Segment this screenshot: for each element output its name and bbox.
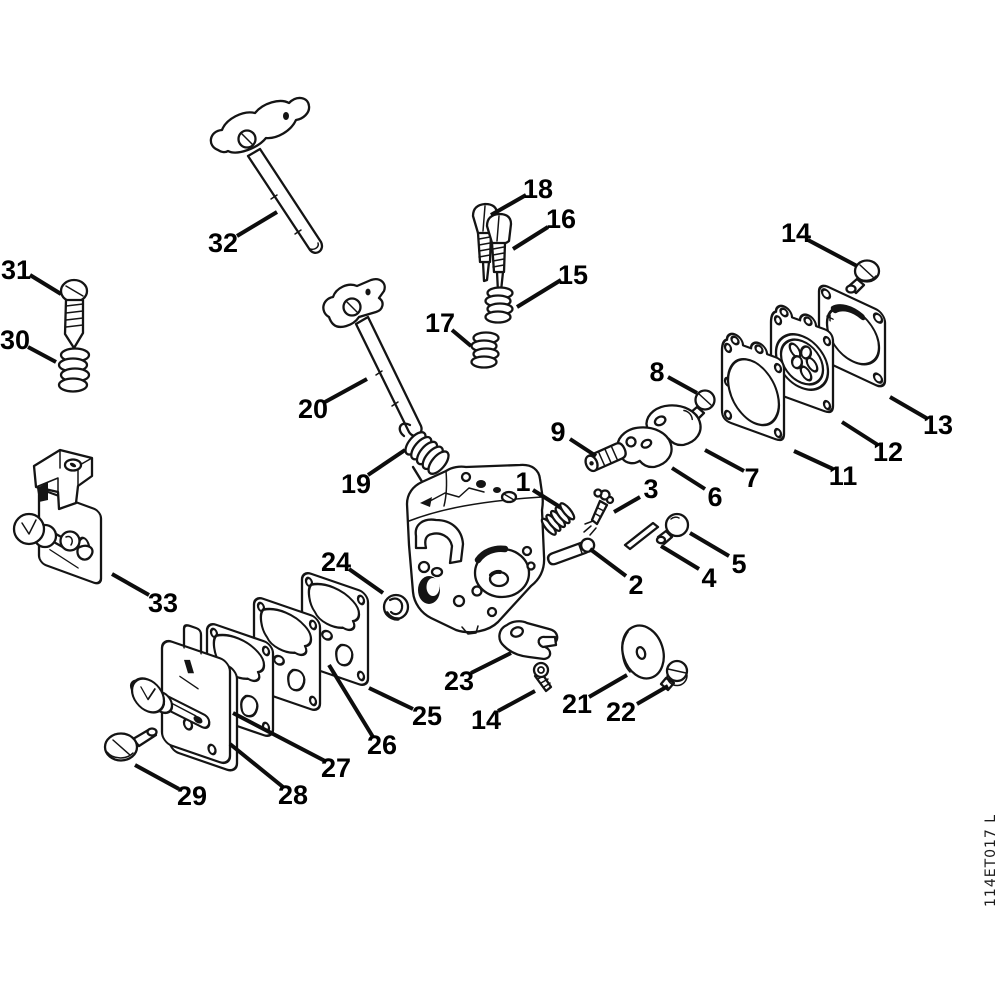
part-needle-spring-high <box>484 286 514 324</box>
leader-washer-disc <box>587 673 629 699</box>
callout-label-inlet-needle: 3 <box>643 474 658 504</box>
part-rod <box>623 521 660 551</box>
leader-lever-screw <box>667 375 698 395</box>
leader-screw-plug <box>688 531 731 558</box>
part-needle-spring-low <box>470 331 500 369</box>
callout-label-disc-screw: 22 <box>606 697 636 727</box>
leader-pin <box>588 547 628 578</box>
leader-friction-disc <box>704 448 745 473</box>
part-housing-screw <box>103 727 158 762</box>
leader-housing-screw <box>134 763 180 791</box>
callout-label-high-speed-needle: 16 <box>546 204 576 234</box>
callout-label-grommet: 24 <box>321 547 351 577</box>
callout-label-lever-screw: 8 <box>649 357 664 387</box>
part-end-cover <box>817 284 887 388</box>
leader-pump-housing <box>228 742 285 789</box>
callout-label-cover-screw: 14 <box>781 218 811 248</box>
callout-label-pump-diaphragm: 25 <box>412 701 442 731</box>
callout-label-torsion-spring: 19 <box>341 469 371 499</box>
part-cover-screw <box>845 259 881 295</box>
leader-end-cover <box>888 395 930 421</box>
part-body-screw <box>532 661 553 693</box>
part-valve-plug <box>584 442 627 473</box>
callout-label-washer-disc: 21 <box>562 689 592 719</box>
callout-label-body-screw: 14 <box>471 705 501 735</box>
leader-high-speed-needle <box>511 225 550 251</box>
callout-label-friction-washer: 6 <box>707 482 722 512</box>
part-throttle-shaft <box>209 96 324 254</box>
leader-low-speed-needle <box>490 193 527 217</box>
part-pump-housing <box>129 624 239 772</box>
part-pump-diaphragm <box>300 572 370 686</box>
callout-label-needle-spring-low: 17 <box>425 308 455 338</box>
leader-needle-spring-high <box>515 278 563 309</box>
part-adjuster-spring <box>57 347 91 393</box>
leader-adjuster-spring <box>27 345 57 364</box>
part-friction-washer <box>616 426 673 469</box>
callout-label-low-speed-needle: 18 <box>523 174 553 204</box>
part-inlet-spring <box>540 502 576 536</box>
part-choke-shaft <box>322 278 423 437</box>
callout-label-inlet-spring: 1 <box>515 467 530 497</box>
part-grommet <box>382 593 410 621</box>
part-pin <box>546 537 596 566</box>
part-torsion-spring <box>398 422 450 495</box>
callout-label-valve-plug: 9 <box>550 417 565 447</box>
callout-label-housing-gasket: 27 <box>321 753 351 783</box>
callout-label-metering-gasket: 11 <box>829 461 858 491</box>
part-high-speed-needle <box>485 212 513 294</box>
part-disc-screw <box>659 659 689 692</box>
leader-body-screw <box>497 689 536 713</box>
leader-bracket-assembly <box>111 572 150 597</box>
leader-pump-diaphragm <box>368 686 414 711</box>
callout-label-needle-spring-high: 15 <box>558 260 588 290</box>
callout-label-adjuster-screw: 31 <box>1 255 31 285</box>
leader-disc-screw <box>635 684 670 706</box>
part-carburetor-body <box>405 463 546 635</box>
callout-label-choke-shaft: 20 <box>298 394 328 424</box>
part-inlet-needle <box>583 488 615 536</box>
part-swivel-plate <box>498 620 559 661</box>
callout-label-pump-gasket: 26 <box>367 730 397 760</box>
callout-label-pump-housing: 28 <box>278 780 308 810</box>
leader-swivel-plate <box>470 651 512 675</box>
part-bracket-assembly <box>12 448 103 585</box>
leader-lines <box>27 193 930 791</box>
leader-valve-plug <box>568 437 598 458</box>
callout-label-friction-disc: 7 <box>744 463 759 493</box>
callout-label-pin: 2 <box>628 570 643 600</box>
callout-label-rod: 4 <box>701 563 716 593</box>
callout-label-metering-diaphragm: 12 <box>873 437 903 467</box>
callout-label-bracket-assembly: 33 <box>148 588 178 618</box>
part-washer-disc <box>621 624 665 680</box>
leader-grommet <box>347 567 385 595</box>
leader-inlet-needle <box>613 495 641 514</box>
leader-cover-screw <box>807 238 858 268</box>
callout-label-housing-screw: 29 <box>177 781 207 811</box>
watermark-code: 114ET017 L <box>983 814 999 907</box>
leader-adjuster-screw <box>28 273 63 296</box>
leader-metering-gasket <box>793 449 834 471</box>
part-metering-gasket <box>720 332 786 442</box>
callout-label-adjuster-spring: 30 <box>0 325 30 355</box>
leader-throttle-shaft <box>235 210 279 238</box>
part-screw-plug <box>655 512 690 546</box>
leader-rod <box>659 544 701 571</box>
leader-metering-diaphragm <box>840 420 880 447</box>
leader-friction-washer <box>670 466 707 491</box>
leader-torsion-spring <box>366 448 407 477</box>
callout-label-throttle-shaft: 32 <box>208 228 238 258</box>
callout-label-end-cover: 13 <box>923 410 953 440</box>
part-adjuster-screw <box>59 278 89 350</box>
leader-housing-gasket <box>232 711 326 763</box>
leader-inlet-spring <box>531 488 562 509</box>
callout-label-screw-plug: 5 <box>731 549 746 579</box>
leader-choke-shaft <box>324 377 368 404</box>
leader-needle-spring-low <box>450 328 473 348</box>
callout-label-swivel-plate: 23 <box>444 666 474 696</box>
leader-pump-gasket <box>327 663 375 739</box>
